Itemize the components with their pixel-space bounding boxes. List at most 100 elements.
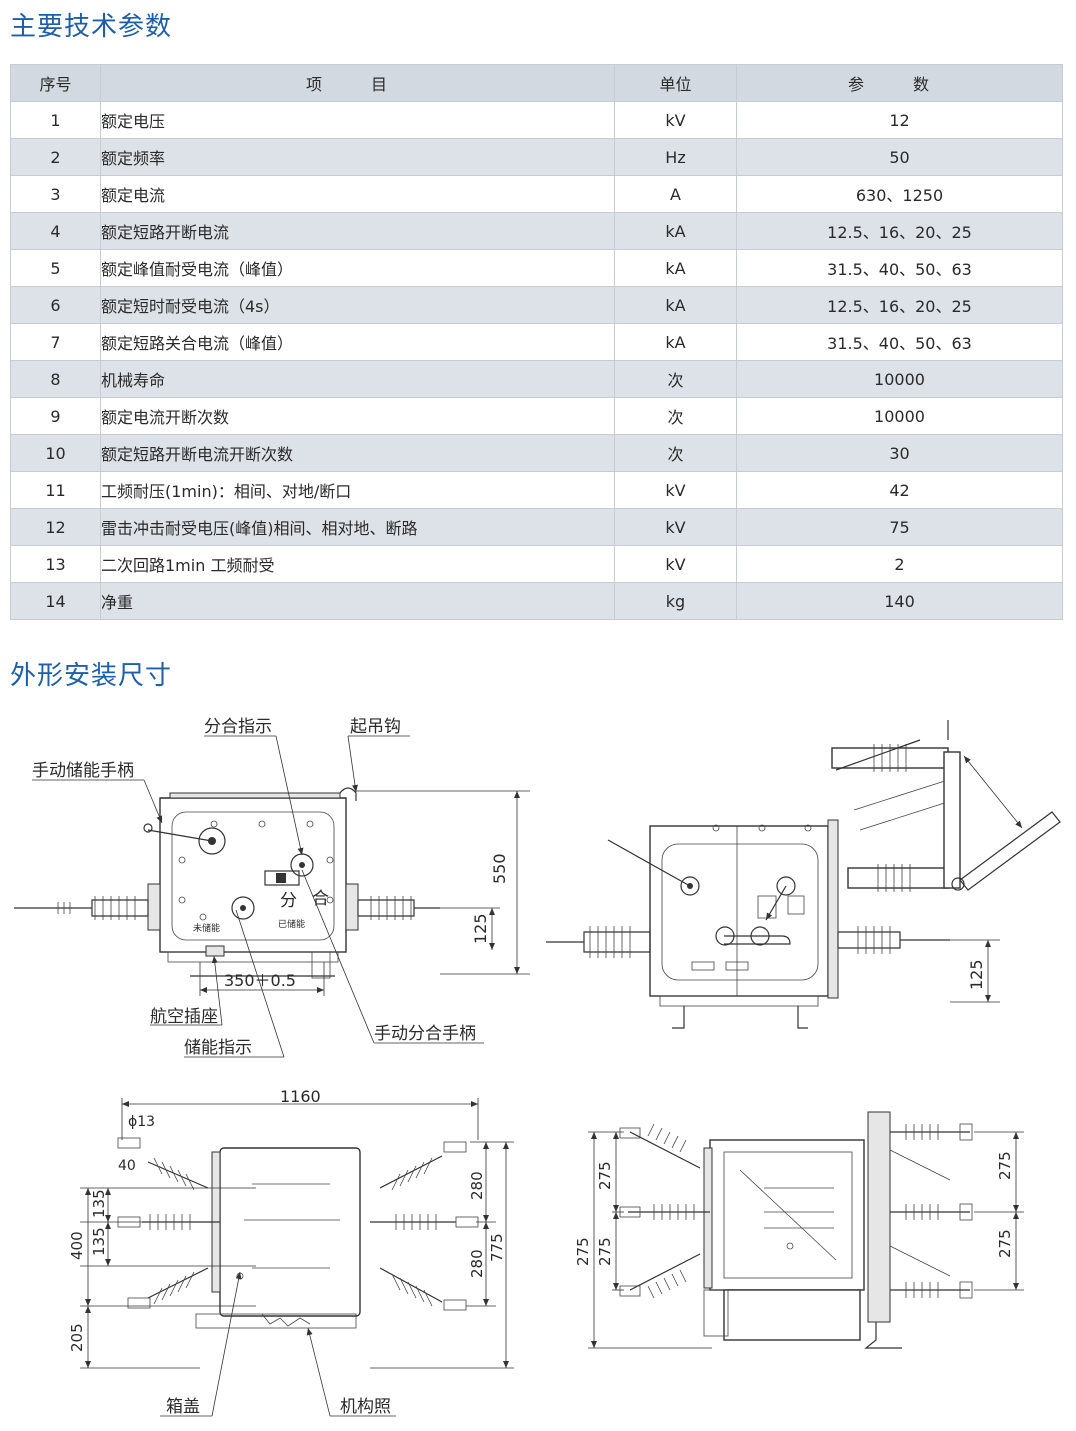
side2-dim-right-a: 275 [996, 1151, 1014, 1180]
lifting-hook-icon [339, 787, 357, 801]
dim-pitch-a: 135 [90, 1189, 108, 1218]
front-view-drawing: 分 合 未储能 已储能 550 125 350＋0.5 [14, 717, 530, 1058]
trip-shaft-icon [231, 896, 255, 920]
callout-charge-handle: 手动储能手柄 [32, 761, 134, 781]
callout-socket: 航空插座 [150, 1007, 218, 1027]
cell-item: 额定电流开断次数 [100, 397, 615, 435]
cell-item: 净重 [100, 582, 615, 620]
side-view-drawing: 125 [546, 720, 1061, 1029]
dim-overall: 775 [488, 1233, 506, 1262]
header-no: 序号 [10, 64, 101, 102]
section-title-specs: 主要技术参数 [10, 12, 173, 42]
cell-item: 额定短路关合电流（峰值） [100, 323, 615, 361]
cell-no: 12 [10, 508, 101, 546]
cell-unit: 次 [614, 434, 737, 472]
cell-unit: Hz [614, 138, 737, 176]
panel-open-label: 分 [280, 891, 297, 911]
cell-item: 工频耐压(1min)：相间、对地/断口 [100, 471, 615, 509]
cell-no: 6 [10, 286, 101, 324]
header-value: 参 数 [736, 64, 1063, 102]
cell-item: 雷击冲击耐受电压(峰值)相间、相对地、断路 [100, 508, 615, 546]
cell-no: 13 [10, 545, 101, 583]
cell-item: 额定频率 [100, 138, 615, 176]
side2-dim-left-total: 275 [574, 1237, 592, 1266]
cell-value: 140 [736, 582, 1063, 620]
cell-value: 2 [736, 545, 1063, 583]
callout-indicator: 分合指示 [204, 717, 272, 737]
top-cabinet [219, 1147, 361, 1317]
cell-value: 31.5、40、50、63 [736, 323, 1063, 361]
top-view-disconnector-drawing: 275 275 275 275 275 [574, 1111, 1024, 1349]
dim-base: 205 [68, 1323, 86, 1352]
cell-item: 额定电流 [100, 175, 615, 213]
cell-no: 8 [10, 360, 101, 398]
cell-item: 二次回路1min 工频耐受 [100, 545, 615, 583]
cell-item: 额定电压 [100, 101, 615, 139]
dim-offset: 125 [471, 913, 490, 944]
cell-unit: kV [614, 508, 737, 546]
dim-phase-a: 280 [468, 1171, 486, 1200]
cell-unit: kV [614, 471, 737, 509]
dim-total: 400 [68, 1231, 86, 1260]
cell-no: 1 [10, 101, 101, 139]
cell-value: 12 [736, 101, 1063, 139]
side2-dim-right-b: 275 [996, 1229, 1014, 1258]
cell-value: 12.5、16、20、25 [736, 212, 1063, 250]
top-view-drawing: 1160 ϕ13 40 135 135 400 205 280 280 775 … [68, 1087, 514, 1417]
cell-value: 50 [736, 138, 1063, 176]
callout-trip-handle: 手动分合手柄 [374, 1024, 476, 1044]
cell-unit: kg [614, 582, 737, 620]
cell-unit: kA [614, 249, 737, 287]
cell-unit: kA [614, 212, 737, 250]
cell-value: 42 [736, 471, 1063, 509]
panel-charged-label: 已储能 [278, 918, 305, 930]
front-cabinet [159, 797, 347, 953]
dim-hole: ϕ13 [128, 1114, 155, 1130]
cell-unit: kA [614, 286, 737, 324]
cell-value: 30 [736, 434, 1063, 472]
cell-no: 5 [10, 249, 101, 287]
dim-width: 350＋0.5 [224, 971, 296, 990]
dim-phase-b: 280 [468, 1249, 486, 1278]
cell-item: 额定短路开断电流开断次数 [100, 434, 615, 472]
cell-value: 31.5、40、50、63 [736, 249, 1063, 287]
aviation-socket-icon [205, 945, 225, 957]
cell-item: 额定峰值耐受电流（峰值） [100, 249, 615, 287]
cell-no: 3 [10, 175, 101, 213]
indicator-window-icon [276, 873, 286, 883]
front-panel [171, 811, 335, 941]
cell-no: 11 [10, 471, 101, 509]
cell-no: 9 [10, 397, 101, 435]
cell-no: 2 [10, 138, 101, 176]
callout-hook: 起吊钩 [350, 717, 401, 737]
cell-value: 10000 [736, 397, 1063, 435]
cell-unit: kV [614, 545, 737, 583]
cell-unit: 次 [614, 397, 737, 435]
dimension-drawings: 分 合 未储能 已储能 550 125 350＋0.5 [14, 717, 1061, 1417]
charge-shaft-icon [198, 827, 226, 855]
cell-no: 4 [10, 212, 101, 250]
dim-span: 1160 [280, 1087, 321, 1106]
cell-unit: kA [614, 323, 737, 361]
cell-no: 10 [10, 434, 101, 472]
dim-height: 550 [490, 853, 509, 884]
dim-pitch-b: 135 [90, 1227, 108, 1256]
callout-cover: 箱盖 [166, 1397, 200, 1417]
side-dim-offset: 125 [967, 959, 986, 990]
side2-dim-left-b: 275 [596, 1237, 614, 1266]
top2-cabinet [709, 1139, 865, 1291]
mechanism-icon [261, 1313, 311, 1327]
side2-dim-left-a: 275 [596, 1161, 614, 1190]
side-cabinet [649, 825, 829, 997]
